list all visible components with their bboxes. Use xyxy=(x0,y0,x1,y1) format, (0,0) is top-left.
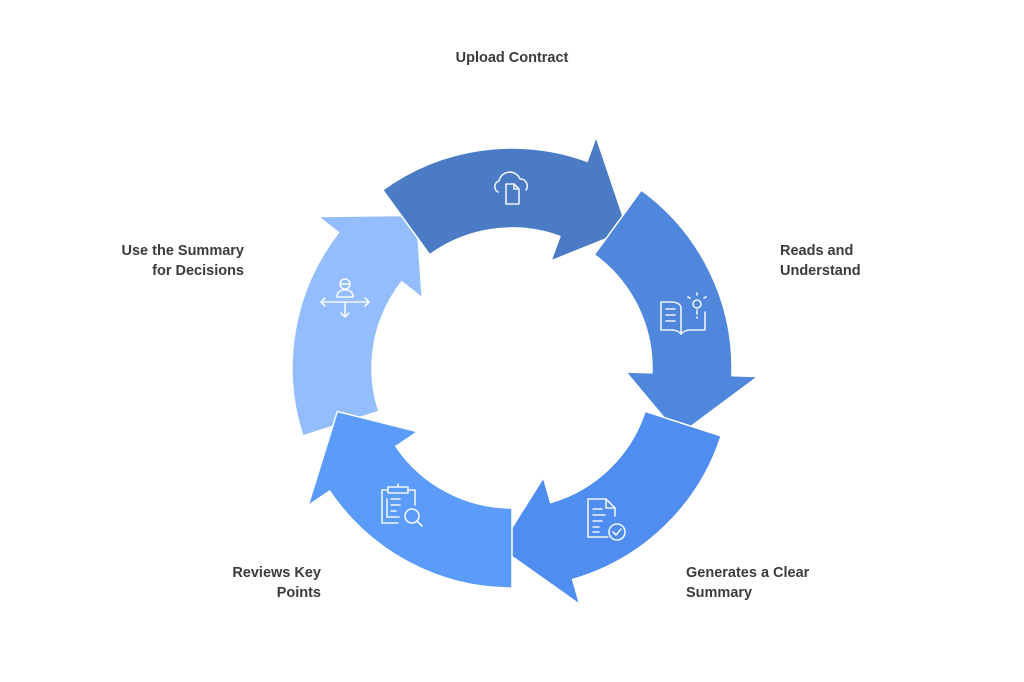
step-label-use-summary: Use the Summary for Decisions xyxy=(44,241,245,281)
label-line: Understand xyxy=(780,263,861,279)
step-label-upload-contract: Upload Contract xyxy=(412,48,612,68)
step-label-reads-and-understand: Reads and Understand xyxy=(780,241,861,281)
label-line: Points xyxy=(276,585,321,601)
label-line: Generates a Clear xyxy=(686,565,810,581)
label-line: Reads and xyxy=(780,243,854,259)
cycle-arrow-4 xyxy=(306,410,513,589)
step-label-reviews-key-points: Reviews Key Points xyxy=(121,563,321,603)
step-label-generates-summary: Generates a Clear Summary xyxy=(686,563,809,603)
label-line: Reviews Key xyxy=(232,565,321,581)
book-lightbulb-icon xyxy=(660,292,707,335)
label-line: Use the Summary xyxy=(121,243,245,259)
document-check-icon xyxy=(587,498,626,541)
label-line: Summary xyxy=(686,585,753,601)
label-line: Upload Contract xyxy=(455,50,569,66)
cycle-arrow-2 xyxy=(593,188,761,437)
label-line: for Decisions xyxy=(152,263,244,279)
cycle-arrow-5 xyxy=(291,214,424,437)
clipboard-search-icon xyxy=(381,483,423,527)
person-decision-icon xyxy=(320,278,370,318)
cloud-document-icon xyxy=(494,171,529,205)
